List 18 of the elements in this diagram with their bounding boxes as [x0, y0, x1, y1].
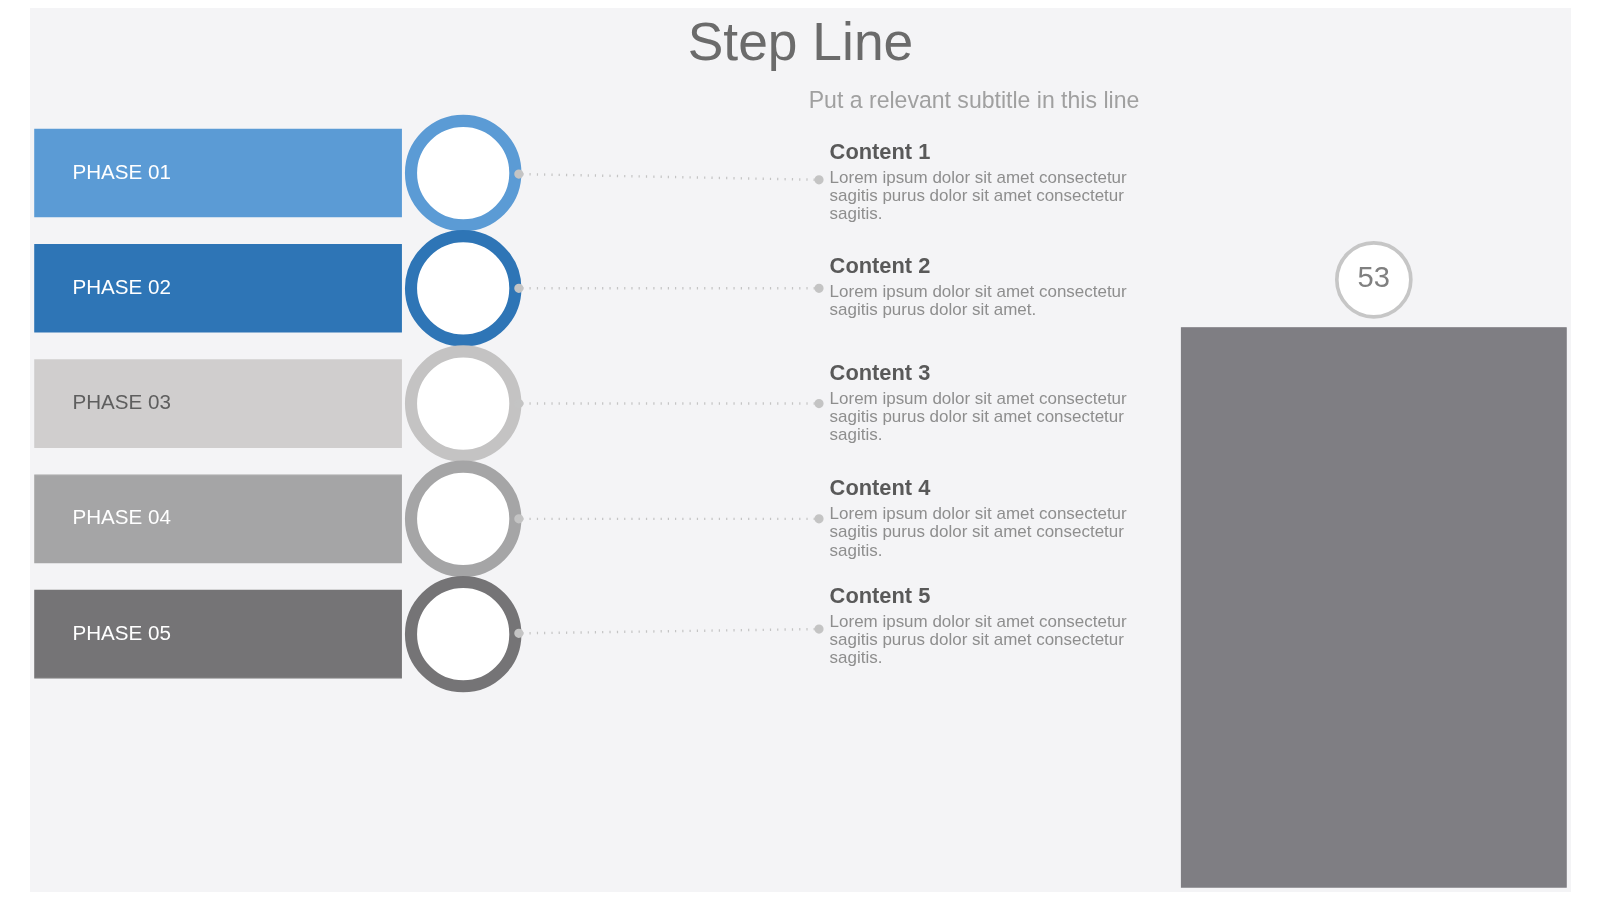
node-text: Content 4 Lorem ipsum dolor sit amet consectetur sagitis purus dolor sit amet consectetur sagitis.: [829, 475, 1127, 560]
node-circle: 53: [1334, 241, 1413, 319]
node-box: PHASE 04: [33, 474, 402, 564]
node-text: Content 5 Lorem ipsum dolor sit amet consectetur sagitis purus dolor sit amet consectetur sagitis.: [829, 583, 1127, 668]
diagram-title: Step Line: [687, 12, 913, 72]
node-box: PHASE 01: [33, 128, 402, 218]
node-box: PHASE 03: [33, 359, 402, 448]
connector: [513, 514, 824, 524]
connector: [513, 283, 824, 293]
node-text: Content 3 Lorem ipsum dolor sit amet consectetur sagitis purus dolor sit amet consectetur sagitis.: [829, 359, 1127, 445]
connector: [513, 169, 824, 185]
node-box: PHASE 05: [33, 589, 402, 679]
label: Put a relevant subtitle in this line: [808, 87, 1139, 114]
connector: [513, 624, 824, 638]
node-box: PHASE 02: [33, 244, 402, 333]
node-text: Content 2 Lorem ipsum dolor sit amet consectetur sagitis purus dolor sit amet.: [829, 253, 1127, 320]
node-box: [1180, 327, 1567, 888]
node-text: Content 1 Lorem ipsum dolor sit amet consectetur sagitis purus dolor sit amet consectetur sagitis.: [829, 138, 1127, 224]
